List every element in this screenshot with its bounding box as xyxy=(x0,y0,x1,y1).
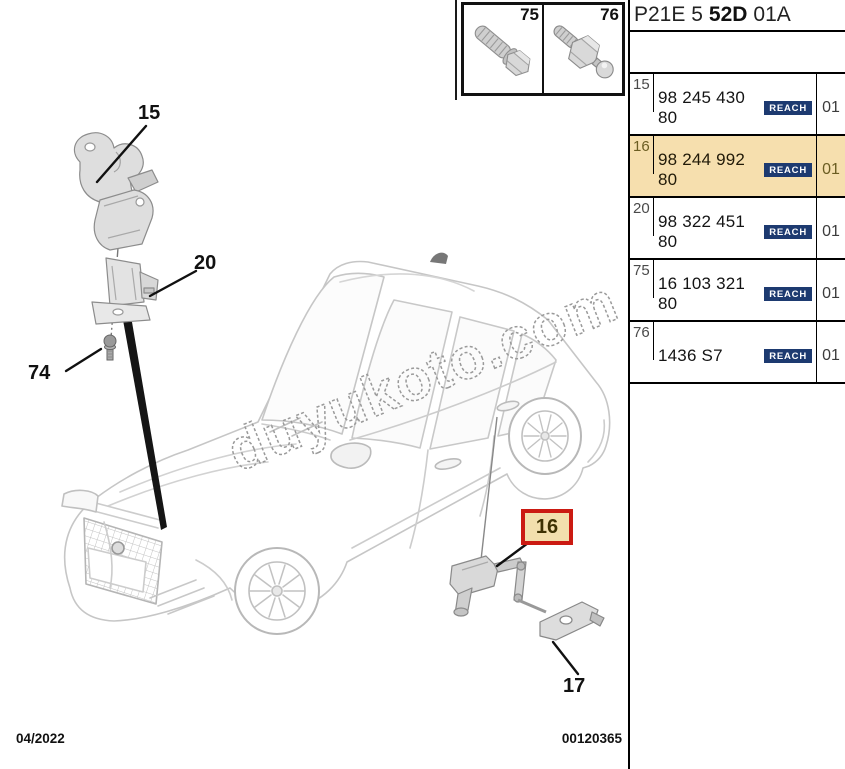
hardware-cell-76: 76 xyxy=(544,5,622,93)
table-row-16-selected[interactable]: 16 98 244 992 80 REACH 01 xyxy=(630,136,845,198)
reach-badge[interactable]: REACH xyxy=(764,162,812,178)
headlight xyxy=(61,489,99,513)
car-sketch xyxy=(61,252,611,635)
row-ref: 20 xyxy=(630,198,654,236)
table-row-75[interactable]: 75 16 103 321 80 REACH 01 xyxy=(630,260,845,322)
ball-stud-screw-icon xyxy=(553,25,614,79)
part-74-bolt xyxy=(103,334,117,361)
brand-emblem xyxy=(111,541,125,555)
rear-wheel xyxy=(508,397,582,475)
callout-16-highlighted[interactable]: 16 xyxy=(521,509,573,545)
part-number: 98 244 992 80 xyxy=(658,150,746,189)
row-ref: 15 xyxy=(630,74,654,112)
diagram-panel: duyukoto.com xyxy=(16,0,628,746)
row-ref: 16 xyxy=(630,136,654,174)
hex-flange-bolt-icon xyxy=(474,25,531,77)
hardware-ref-75: 75 xyxy=(520,5,539,24)
page-edge-rule xyxy=(455,0,457,100)
part-number: 98 322 451 80 xyxy=(658,212,746,251)
callout-17: 17 xyxy=(563,675,586,697)
figure-code-bold: 52D xyxy=(708,3,748,26)
part-17-bracket xyxy=(539,601,605,641)
front-wheel xyxy=(234,547,320,635)
side-mirror xyxy=(330,442,372,469)
part-number: 16 103 321 80 xyxy=(658,274,746,313)
callout-74: 74 xyxy=(28,362,51,384)
part-number: 1436 S7 xyxy=(658,346,723,365)
part-20-bracket xyxy=(91,257,159,325)
hardware-reference-box: 75 76 xyxy=(461,2,625,96)
revision-date: 04/2022 xyxy=(16,731,65,746)
mounting-location-arrow xyxy=(123,320,167,530)
part-16-height-sensor xyxy=(449,555,547,617)
row-ref: 76 xyxy=(630,322,654,360)
exploded-view-illustration: duyukoto.com xyxy=(61,124,628,676)
reach-badge[interactable]: REACH xyxy=(764,224,812,240)
document-number: 00120365 xyxy=(561,731,622,746)
row-qty: 01 xyxy=(816,74,845,134)
row-ref: 75 xyxy=(630,260,654,298)
table-row-15[interactable]: 15 98 245 430 80 REACH 01 xyxy=(630,74,845,136)
parts-table: 15 98 245 430 80 REACH 01 16 98 244 992 … xyxy=(630,72,845,384)
parts-list-panel: P21E 5 52D 01A 15 98 245 430 80 REACH 01… xyxy=(628,0,845,769)
reach-badge[interactable]: REACH xyxy=(764,286,812,302)
row-qty: 01 xyxy=(816,136,845,196)
front-door-handle xyxy=(434,458,462,470)
callout-20: 20 xyxy=(194,252,217,274)
part-number: 98 245 430 80 xyxy=(658,88,746,127)
callout-15: 15 xyxy=(138,102,161,124)
table-row-76[interactable]: 76 1436 S7 REACH 01 xyxy=(630,322,845,384)
hardware-cell-75: 75 xyxy=(464,5,544,93)
car-to-sensor-leader xyxy=(480,416,498,561)
part-15-bracket xyxy=(73,132,159,251)
rear-door-handle xyxy=(496,400,520,412)
table-row-20[interactable]: 20 98 322 451 80 REACH 01 xyxy=(630,198,845,260)
row-qty: 01 xyxy=(816,322,845,382)
reach-badge[interactable]: REACH xyxy=(764,100,812,116)
figure-code-prefix: P21E 5 xyxy=(634,3,703,26)
figure-code-suffix: 01A xyxy=(753,3,791,26)
figure-code-header: P21E 5 52D 01A xyxy=(630,0,845,32)
row-qty: 01 xyxy=(816,260,845,320)
row-qty: 01 xyxy=(816,198,845,258)
roof-antenna xyxy=(430,252,448,264)
hardware-ref-76: 76 xyxy=(600,5,619,24)
reach-badge[interactable]: REACH xyxy=(764,348,812,364)
